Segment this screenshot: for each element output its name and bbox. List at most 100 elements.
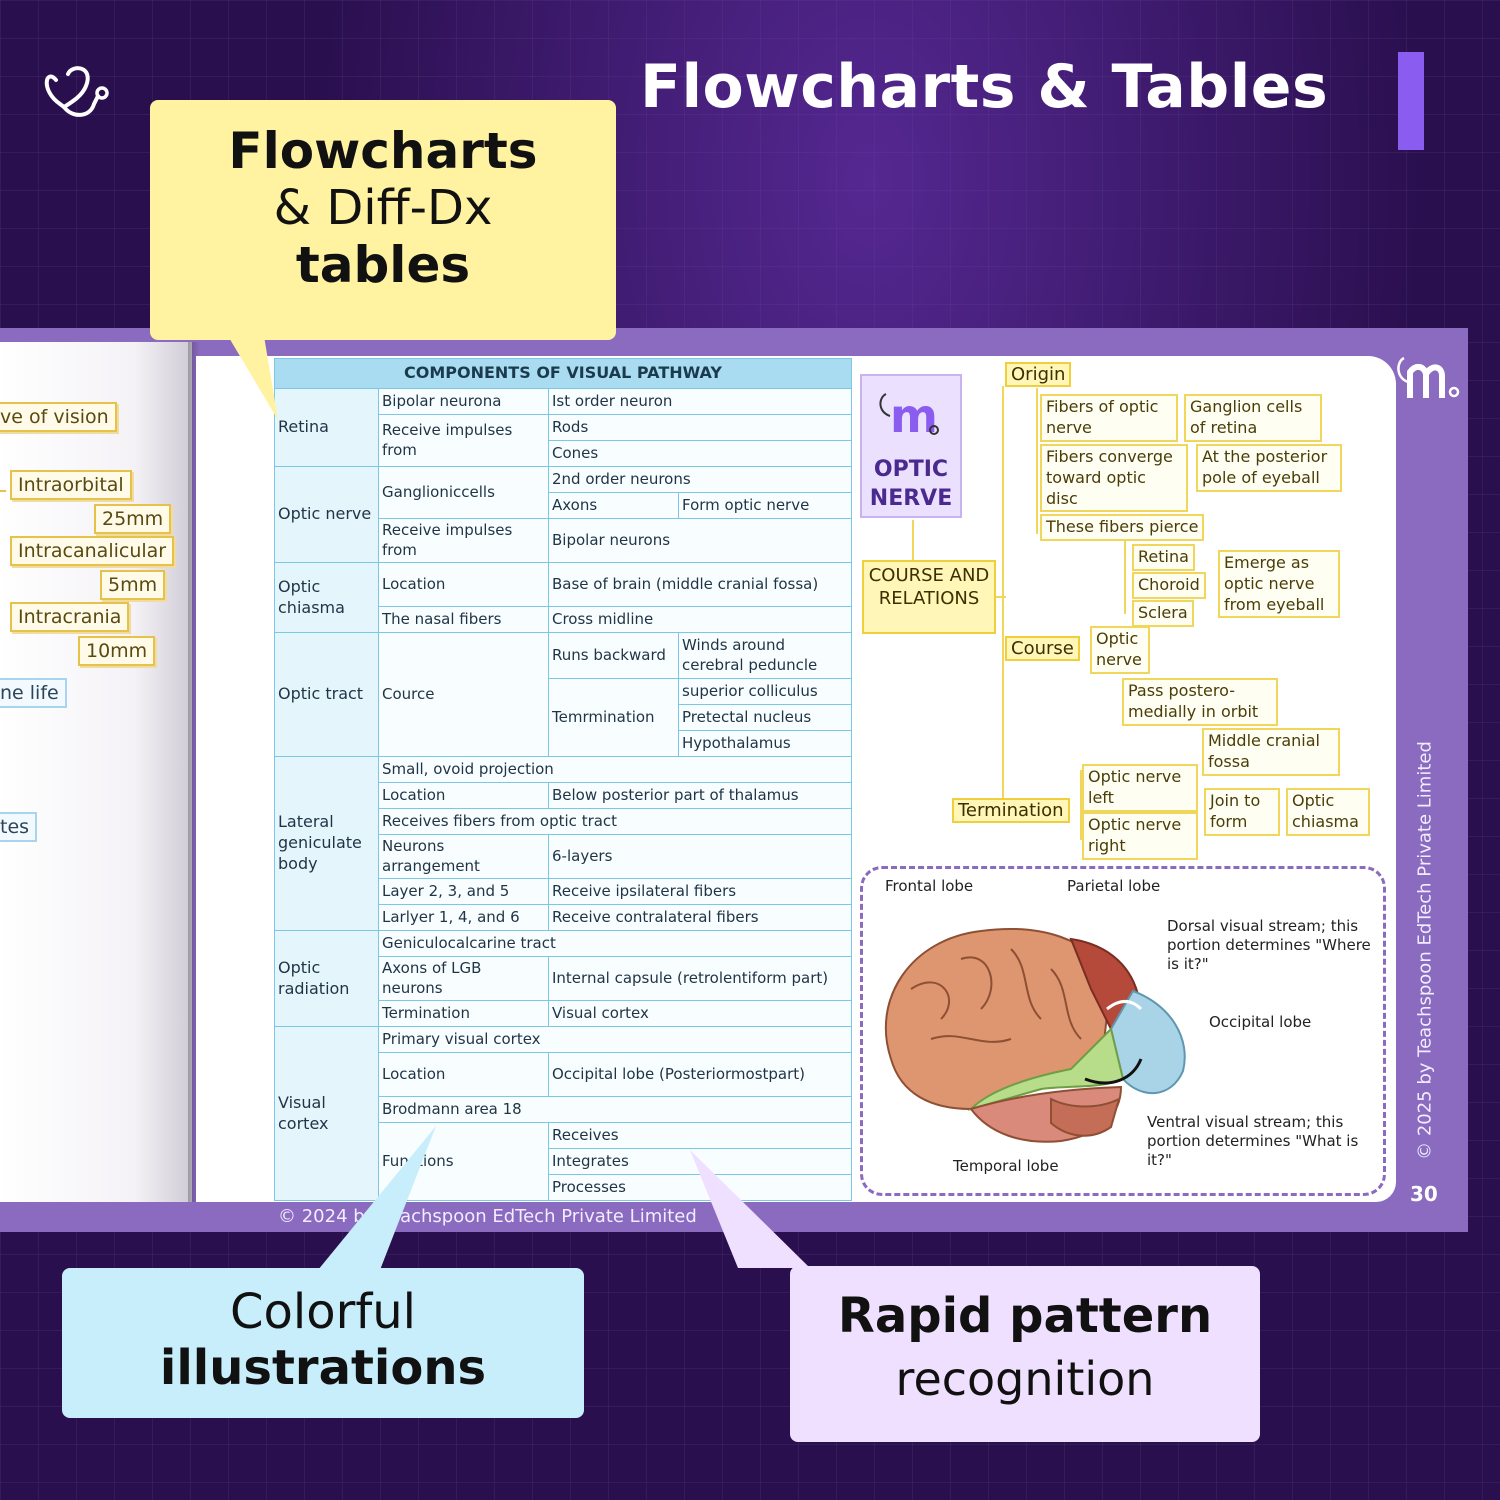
table-cell: Occipital lobe (Posteriormostpart): [548, 1052, 852, 1097]
brand-logo-icon: m: [879, 389, 939, 443]
optic-nerve-card: m OPTIC NERVE: [860, 374, 962, 518]
callout-line: Flowcharts: [228, 122, 538, 180]
callout-line: Rapid pattern: [837, 1288, 1213, 1344]
row-header-visual-cortex: Visual cortex: [274, 1026, 379, 1201]
table-cell: Neurons arrangement: [378, 834, 549, 879]
intraorbital-box: Intraorbital: [10, 470, 132, 500]
table-cell: superior colliculus: [678, 678, 852, 705]
table-cell: Bipolar neurons: [548, 518, 852, 563]
table-cell: Visual cortex: [548, 1000, 852, 1027]
heart-stethoscope-logo-icon: [44, 66, 109, 117]
optic-nerve-title: OPTIC NERVE: [869, 457, 953, 511]
connector: [0, 490, 6, 492]
table-cell: Location: [378, 1052, 549, 1097]
callout-line: Colorful: [230, 1284, 416, 1340]
ganglion-node: Ganglion cells of retina: [1184, 394, 1322, 442]
origin-node: Origin: [1005, 362, 1072, 387]
table-cell: Axons: [548, 492, 679, 519]
row-header-optic-radiation: Optic radiation: [274, 930, 379, 1027]
optic-nerve-left-node: Optic nerve left: [1082, 764, 1198, 812]
connector: [912, 520, 914, 562]
table-cell: Rods: [548, 414, 852, 441]
table-cell: Geniculocalcarine tract: [378, 930, 852, 957]
temporal-lobe-label: Temporal lobe: [953, 1157, 1059, 1175]
pass-postero-node: Pass postero-medially in orbit: [1122, 678, 1278, 726]
row-header-optic-nerve: Optic nerve: [274, 466, 379, 563]
table-cell: Pretectal nucleus: [678, 704, 852, 731]
table-cell: Winds around cerebral peduncle: [678, 632, 852, 679]
life-box: ne life: [0, 678, 67, 708]
callout-line: recognition: [895, 1352, 1155, 1406]
connector: [1124, 538, 1126, 614]
len-25-box: 25mm: [94, 504, 172, 534]
table-cell: Location: [378, 782, 549, 809]
table-cell: Brodmann area 18: [378, 1096, 852, 1123]
table-cell: Termination: [378, 1000, 549, 1027]
dorsal-stream-label: Dorsal visual stream; this portion deter…: [1167, 917, 1371, 973]
posterior-pole-node: At the posterior pole of eyeball: [1196, 444, 1342, 492]
table-cell: Bipolar neurona: [378, 388, 549, 415]
callout-line: illustrations: [159, 1340, 487, 1396]
sclera-node: Sclera: [1132, 600, 1194, 627]
table-cell: 2nd order neurons: [548, 466, 852, 493]
table-cell: Receive impulses from: [378, 414, 549, 467]
table-cell: Processes: [548, 1174, 852, 1201]
table-cell: Base of brain (middle cranial fossa): [548, 562, 852, 607]
table-cell: Below posterior part of thalamus: [548, 782, 852, 809]
ventral-stream-label: Ventral visual stream; this portion dete…: [1147, 1113, 1359, 1169]
table-cell: Ist order neuron: [548, 388, 852, 415]
table-cell: Layer 2, 3, and 5: [378, 878, 549, 905]
table-cell: Temrmination: [548, 678, 679, 757]
connector: [1036, 388, 1038, 534]
len-10-box: 10mm: [78, 636, 156, 666]
intracanalicular-box: Intracanalicular: [10, 536, 175, 566]
intracrania-box: Intracrania: [10, 602, 130, 632]
table-cell: Internal capsule (retrolentiform part): [548, 956, 852, 1001]
callout-line: & Diff-Dx: [273, 180, 493, 236]
table-cell: Runs backward: [548, 632, 679, 679]
table-cell: Receives fibers from optic tract: [378, 808, 852, 835]
table-cell: Receive contralateral fibers: [548, 904, 852, 931]
parietal-lobe-label: Parietal lobe: [1067, 877, 1161, 895]
callout-rapid: Rapid pattern recognition: [790, 1266, 1260, 1442]
fibers-converge-node: Fibers converge toward optic disc: [1040, 444, 1188, 513]
course-relations-node: COURSE AND RELATIONS: [862, 560, 996, 634]
row-header-lgb: Lateral geniculate body: [274, 756, 379, 931]
occipital-lobe-label: Occipital lobe: [1209, 1013, 1312, 1031]
table-cell: Location: [378, 562, 549, 607]
termination-node: Termination: [952, 798, 1070, 823]
headline-accent-bar: [1398, 52, 1424, 150]
table-cell: The nasal fibers: [378, 606, 549, 633]
connector: [994, 596, 1006, 598]
row-header-optic-chiasma: Optic chiasma: [274, 562, 379, 633]
callout-colorful: Colorful illustrations: [62, 1268, 584, 1418]
brand-letter: m: [890, 389, 938, 443]
connector: [1002, 386, 1004, 806]
emerge-node: Emerge as optic nerve from eyeball: [1218, 550, 1340, 619]
course-node: Course: [1005, 636, 1080, 661]
tes-box: tes: [0, 812, 38, 842]
visual-pathway-table: COMPONENTS OF VISUAL PATHWAY Retina Bipo…: [274, 358, 852, 1201]
page-headline: Flowcharts & Tables: [640, 52, 1329, 122]
vision-box: ve of vision: [0, 402, 117, 432]
len-5-box: 5mm: [100, 570, 166, 600]
table-cell: Ganglioniccells: [378, 466, 549, 519]
fibers-pierce-node: These fibers pierce: [1040, 514, 1205, 541]
optic-nerve-sub-node: Optic nerve: [1090, 626, 1150, 674]
page-number: 30: [1410, 1182, 1438, 1206]
table-cell: Cource: [378, 632, 549, 757]
table-cell: Receives: [548, 1122, 852, 1149]
optic-chiasma-node: Optic chiasma: [1286, 788, 1370, 836]
table-cell: Small, ovoid projection: [378, 756, 852, 783]
optic-nerve-right-node: Optic nerve right: [1082, 812, 1198, 860]
retina-node: Retina: [1132, 544, 1195, 571]
table-cell: Cross midline: [548, 606, 852, 633]
join-form-node: Join to form: [1204, 788, 1280, 836]
left-page: ve of vision Intraorbital 25mm Intracana…: [0, 342, 192, 1202]
table-cell: Receive impulses from: [378, 518, 549, 563]
middle-cranial-node: Middle cranial fossa: [1202, 728, 1340, 776]
connector: [1080, 770, 1082, 840]
fibers-of-node: Fibers of optic nerve: [1040, 394, 1178, 442]
corner-logo-icon: [1397, 356, 1460, 398]
